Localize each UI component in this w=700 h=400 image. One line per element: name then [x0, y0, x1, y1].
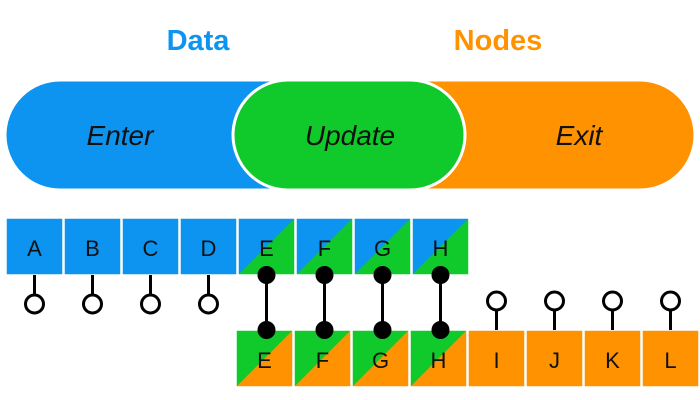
data-box-fill [122, 218, 179, 275]
update-pill [231, 78, 467, 192]
node-pin-open [544, 290, 565, 312]
exit-label: Exit [556, 120, 604, 151]
data-box-fill [180, 218, 237, 275]
join-dot-top [373, 266, 392, 284]
data-box-fill [64, 218, 121, 275]
data-item-h: H [411, 217, 470, 276]
join-dot-bottom [257, 321, 276, 339]
data-box-update-half [354, 218, 411, 275]
data-row: A B C D E F G H [5, 217, 470, 315]
data-item-e: E [237, 217, 296, 276]
join-connector-f [315, 266, 334, 339]
node-box-label: J [549, 348, 560, 373]
data-box-label: F [318, 236, 331, 261]
data-item-c: C [121, 217, 180, 315]
node-box-label: H [431, 348, 447, 373]
join-connector-e [257, 266, 276, 339]
node-item-g: G [351, 329, 410, 388]
data-item-g: G [353, 217, 412, 276]
selection-pills: Enter Update Exit [3, 78, 697, 192]
data-box-fill [6, 218, 63, 275]
nodes-title: Nodes [454, 25, 543, 57]
node-box-label: L [664, 348, 676, 373]
data-box-label: G [374, 236, 391, 261]
node-box-label: K [605, 348, 620, 373]
node-box-update-half [410, 330, 467, 387]
join-dot-bottom [373, 321, 392, 339]
data-title: Data [167, 25, 231, 57]
data-item-a: A [5, 217, 64, 315]
data-box-label: E [259, 236, 274, 261]
node-box-fill [584, 330, 641, 387]
node-item-h: H [409, 329, 468, 388]
data-pin-open [24, 293, 45, 315]
node-box-fill [642, 330, 699, 387]
enter-label: Enter [87, 120, 156, 151]
join-dot-bottom [315, 321, 334, 339]
node-box-label: I [493, 348, 499, 373]
data-item-b: B [63, 217, 122, 315]
join-connector-h [431, 266, 450, 339]
data-box-label: B [85, 236, 100, 261]
enter-pill [3, 78, 302, 192]
node-box-label: F [316, 348, 329, 373]
join-dot-bottom [431, 321, 450, 339]
data-pin-open [140, 293, 161, 315]
join-dot-top [315, 266, 334, 284]
data-box-label: C [143, 236, 159, 261]
node-pin-open [660, 290, 681, 312]
update-label: Update [305, 120, 395, 151]
node-item-l: L [641, 290, 700, 388]
node-box-label: E [257, 348, 272, 373]
connectors [257, 266, 450, 339]
node-item-j: J [525, 290, 584, 388]
node-box-update-half [294, 330, 351, 387]
node-pin-open [486, 290, 507, 312]
node-item-f: F [293, 329, 352, 388]
data-box-update-half [238, 218, 295, 275]
data-box-label: A [27, 236, 42, 261]
node-item-i: I [467, 290, 526, 388]
node-box-update-half [352, 330, 409, 387]
data-pin-open [82, 293, 103, 315]
node-item-e: E [235, 329, 294, 388]
node-box-label: G [372, 348, 389, 373]
join-dot-top [257, 266, 276, 284]
data-box-label: D [201, 236, 217, 261]
node-box-update-half [236, 330, 293, 387]
data-box-update-half [296, 218, 353, 275]
node-box-fill [526, 330, 583, 387]
data-box-update-half [412, 218, 469, 275]
join-dot-top [431, 266, 450, 284]
data-item-d: D [179, 217, 238, 315]
node-pin-open [602, 290, 623, 312]
data-item-f: F [295, 217, 354, 276]
exit-pill [403, 78, 697, 192]
data-pin-open [198, 293, 219, 315]
node-box-fill [468, 330, 525, 387]
join-connector-g [373, 266, 392, 339]
data-box-label: H [433, 236, 449, 261]
node-row: E F G H I J K L [235, 290, 700, 388]
node-item-k: K [583, 290, 642, 388]
